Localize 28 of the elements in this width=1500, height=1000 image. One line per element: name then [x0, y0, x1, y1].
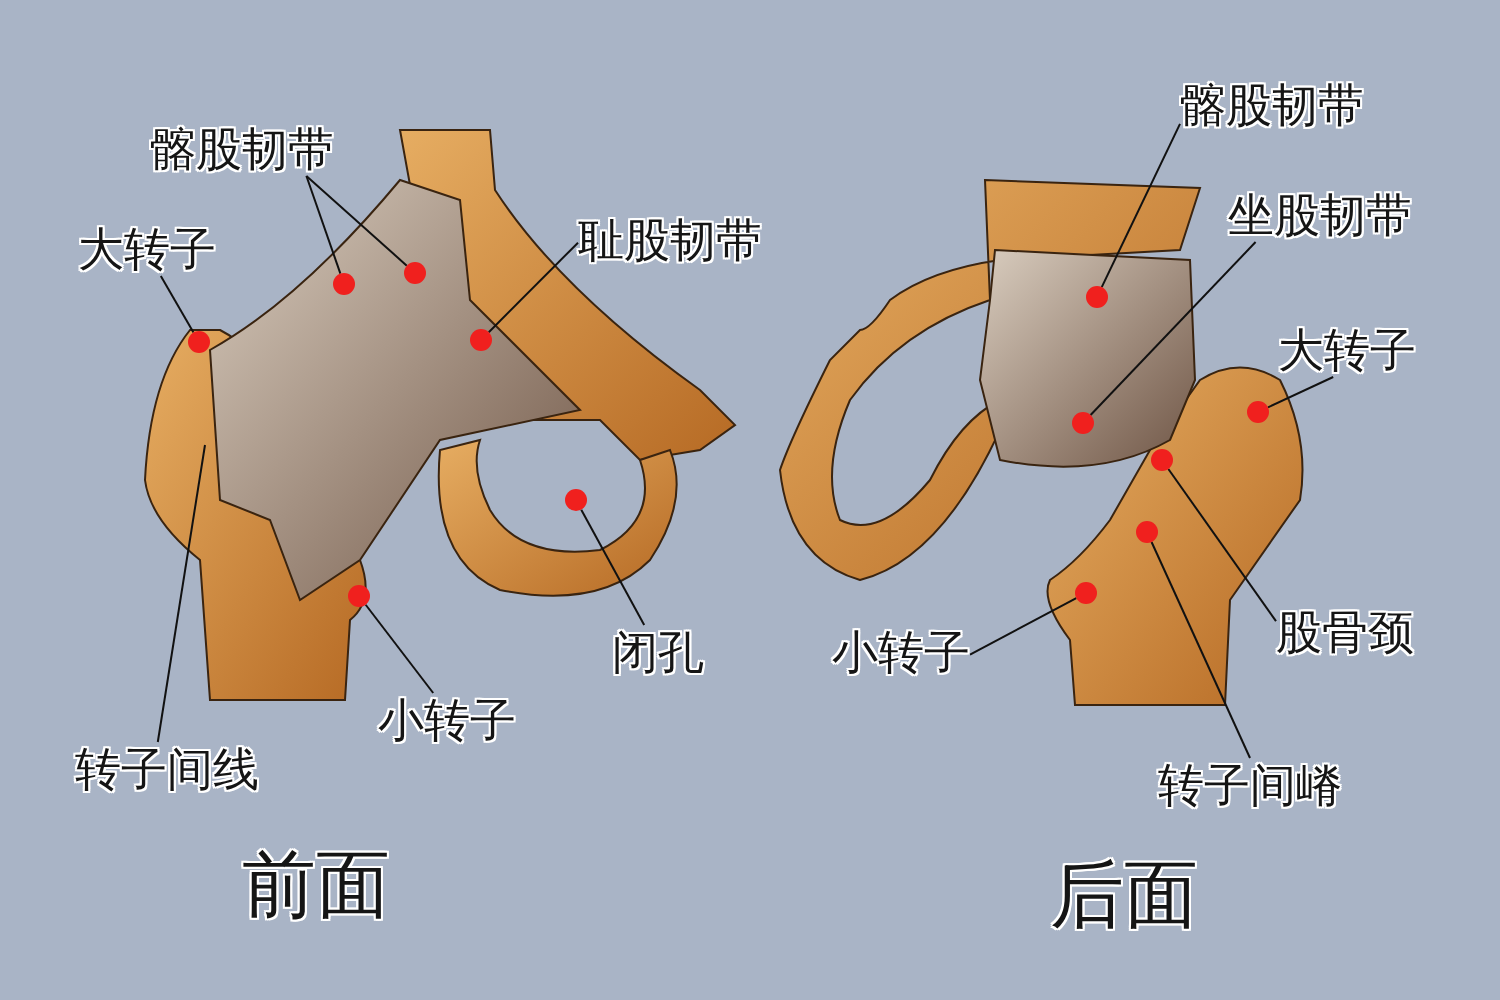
leader-line [1167, 468, 1277, 623]
marker-dot [565, 489, 587, 511]
leader-line [969, 597, 1078, 656]
leader-line [305, 175, 408, 267]
part-label: 髂股韧带 [150, 122, 334, 176]
part-label: 大转子 [1278, 323, 1416, 377]
part-label: 股骨颈 [1276, 605, 1414, 659]
part-label: 小转子 [832, 625, 970, 679]
leader-line [1089, 241, 1257, 417]
part-label: 耻股韧带 [578, 213, 762, 267]
leader-line [580, 508, 646, 626]
part-label: 转子间嵴 [1158, 758, 1342, 812]
part-label: 转子间线 [75, 742, 259, 796]
part-label: 小转子 [378, 693, 516, 747]
part-label: 闭孔 [612, 625, 704, 679]
part-label: 坐股韧带 [1228, 188, 1412, 242]
leader-line [364, 603, 435, 694]
part-label: 大转子 [78, 222, 216, 276]
leader-line [1100, 122, 1181, 289]
leader-line [1150, 541, 1251, 759]
leader-line [1266, 376, 1335, 409]
view-title: 前面 [242, 842, 390, 926]
leader-line [156, 444, 206, 743]
leader-line [487, 241, 579, 334]
leader-line [159, 275, 195, 334]
leader-line [305, 175, 342, 275]
view-title: 后面 [1050, 852, 1198, 936]
part-label: 髂股韧带 [1180, 78, 1364, 132]
